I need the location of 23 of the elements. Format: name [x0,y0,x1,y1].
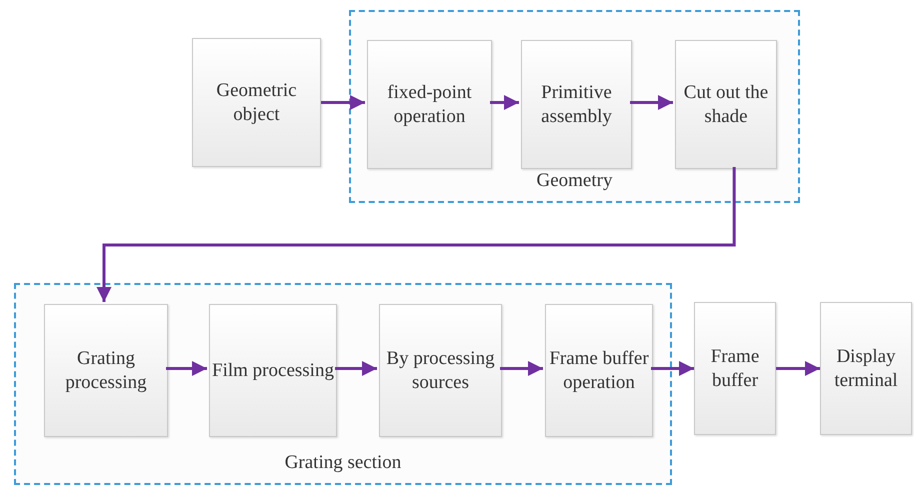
process-box: Grating processing [44,304,168,437]
process-box: Display terminal [820,302,912,435]
process-box: Frame buffer operation [545,304,653,437]
arrow [500,361,543,376]
process-box: fixed-point operation [367,40,492,169]
group-label: Geometry [536,168,614,192]
process-box: Film processing [209,304,337,437]
arrow [490,95,519,110]
arrow [630,95,673,110]
arrow [335,361,377,376]
group-label: Grating section [284,450,402,474]
process-box: Geometric object [192,38,321,167]
process-box: By processing sources [379,304,502,437]
arrow [321,95,365,110]
process-box: Primitive assembly [521,40,632,169]
process-box: Frame buffer [694,302,776,435]
arrow [651,361,694,376]
arrow [776,361,820,376]
dashed-group-frame [14,283,672,485]
dashed-group-frame [349,10,800,203]
arrow [166,361,207,376]
process-box: Cut out the shade [675,40,777,169]
arrow [96,167,736,302]
